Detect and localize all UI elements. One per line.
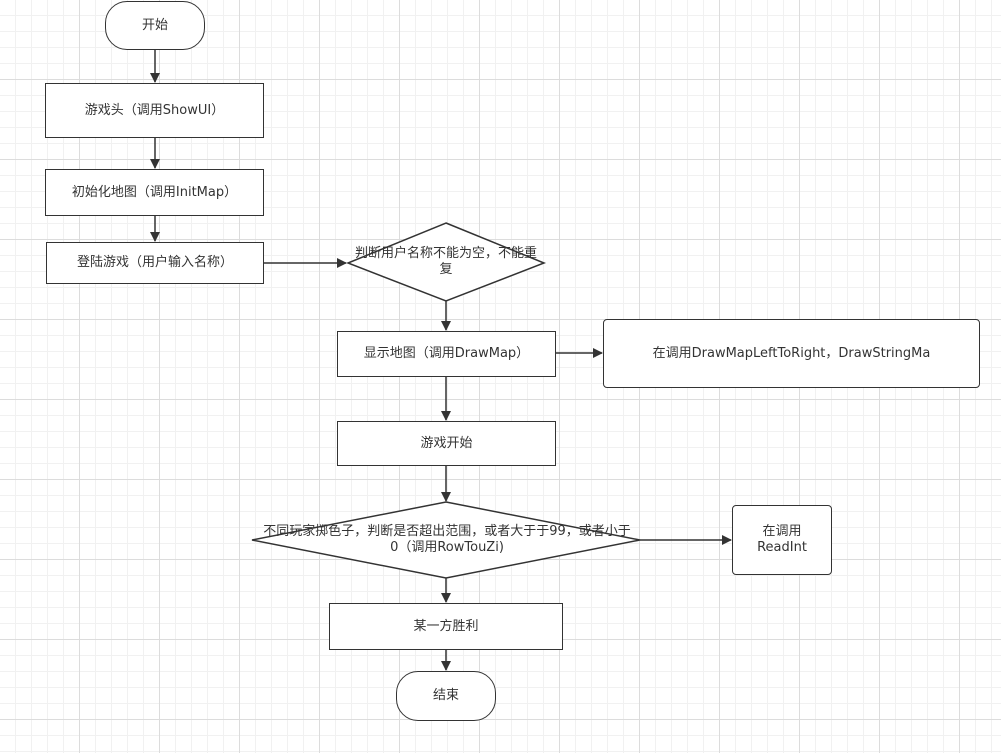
start-node: 开始 [105,1,205,50]
process-init-map: 初始化地图（调用InitMap） [45,169,264,216]
process-winner-label: 某一方胜利 [413,618,479,634]
decision-diamond-roll-dice [251,501,641,579]
process-game-header: 游戏头（调用ShowUI） [45,83,264,138]
process-read-int-label: 在调用ReadInt [757,524,807,555]
process-init-map-label: 初始化地图（调用InitMap） [71,184,238,200]
process-game-start-label: 游戏开始 [420,435,473,451]
end-node-label: 结束 [432,688,459,703]
process-login: 登陆游戏（用户输入名称） [46,242,264,284]
process-draw-helpers: 在调用DrawMapLeftToRight，DrawStringMa [603,319,980,388]
process-read-int: 在调用ReadInt [732,505,832,575]
start-node-label: 开始 [141,17,168,33]
process-game-header-label: 游戏头（调用ShowUI） [84,102,225,118]
decision-diamond-check-name [345,222,547,302]
decision-check-name-label: 判断用户名称不能为空，不能重复 [355,246,538,277]
process-login-label: 登陆游戏（用户输入名称） [76,255,233,270]
process-winner: 某一方胜利 [329,603,563,650]
process-show-map: 显示地图（调用DrawMap） [337,331,556,377]
process-draw-helpers-label: 在调用DrawMapLeftToRight，DrawStringMa [652,345,931,361]
end-node: 结束 [396,671,496,721]
process-show-map-label: 显示地图（调用DrawMap） [363,346,530,361]
decision-roll-dice-label: 不同玩家掷色子，判断是否超出范围，或者大于于99，或者小于0（调用RowTouZ… [263,524,631,555]
process-game-start: 游戏开始 [337,421,556,466]
